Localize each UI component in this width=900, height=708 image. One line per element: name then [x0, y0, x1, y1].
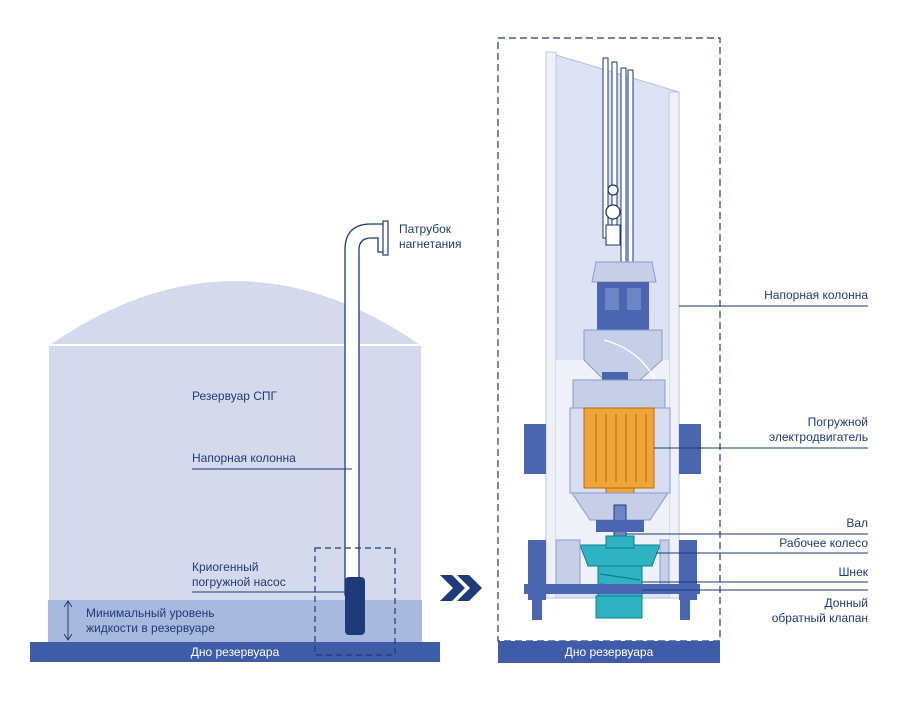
focus-box — [314, 547, 396, 656]
detail-column-label: Напорная колонна — [764, 288, 868, 302]
submerged-pump — [345, 577, 365, 635]
tank-pump-label-1: Криогенный — [192, 560, 258, 574]
motor-label-1: Погружной — [808, 415, 868, 429]
foot-valve — [595, 595, 643, 619]
cable-connector — [597, 282, 649, 330]
double-chevron-right-icon — [440, 575, 482, 601]
flange-left — [524, 424, 546, 474]
valve-label-1: Донный — [824, 596, 868, 610]
impeller-label: Рабочее колесо — [779, 536, 868, 550]
detail-bottom-plate — [498, 641, 720, 663]
valve-label-2: обратный клапан — [772, 611, 868, 625]
min-level-label-1: Минимальный уровень — [86, 606, 215, 620]
motor-stator — [583, 407, 655, 489]
min-level-label-2: жидкости в резервуаре — [86, 621, 215, 635]
motor-label-2: электродвигатель — [769, 430, 868, 444]
base-plate — [524, 584, 700, 594]
inducer-label: Шнек — [838, 565, 868, 579]
pump-detail: Дно резервуара Напорная колонна Погружно… — [497, 37, 869, 663]
tank-pump-label-2: погружной насос — [192, 575, 286, 589]
tank-bottom-label: Дно резервуара — [191, 645, 280, 659]
tank-bottom-plate — [30, 642, 440, 662]
detail-bottom-label: Дно резервуара — [565, 645, 654, 659]
discharge-label-2: нагнетания — [399, 237, 461, 251]
column-pipe — [344, 223, 386, 596]
shaft-label: Вал — [846, 516, 868, 530]
tank-body — [47, 279, 423, 643]
tank-title: Резервуар СПГ — [192, 389, 278, 403]
discharge-label-1: Патрубок — [399, 222, 452, 236]
flange-right — [679, 424, 701, 474]
tank-column-label: Напорная колонна — [192, 451, 296, 465]
motor-windings — [595, 414, 647, 482]
lng-tank: Дно резервуара Резервуар СПГ Напорная ко… — [30, 220, 461, 662]
